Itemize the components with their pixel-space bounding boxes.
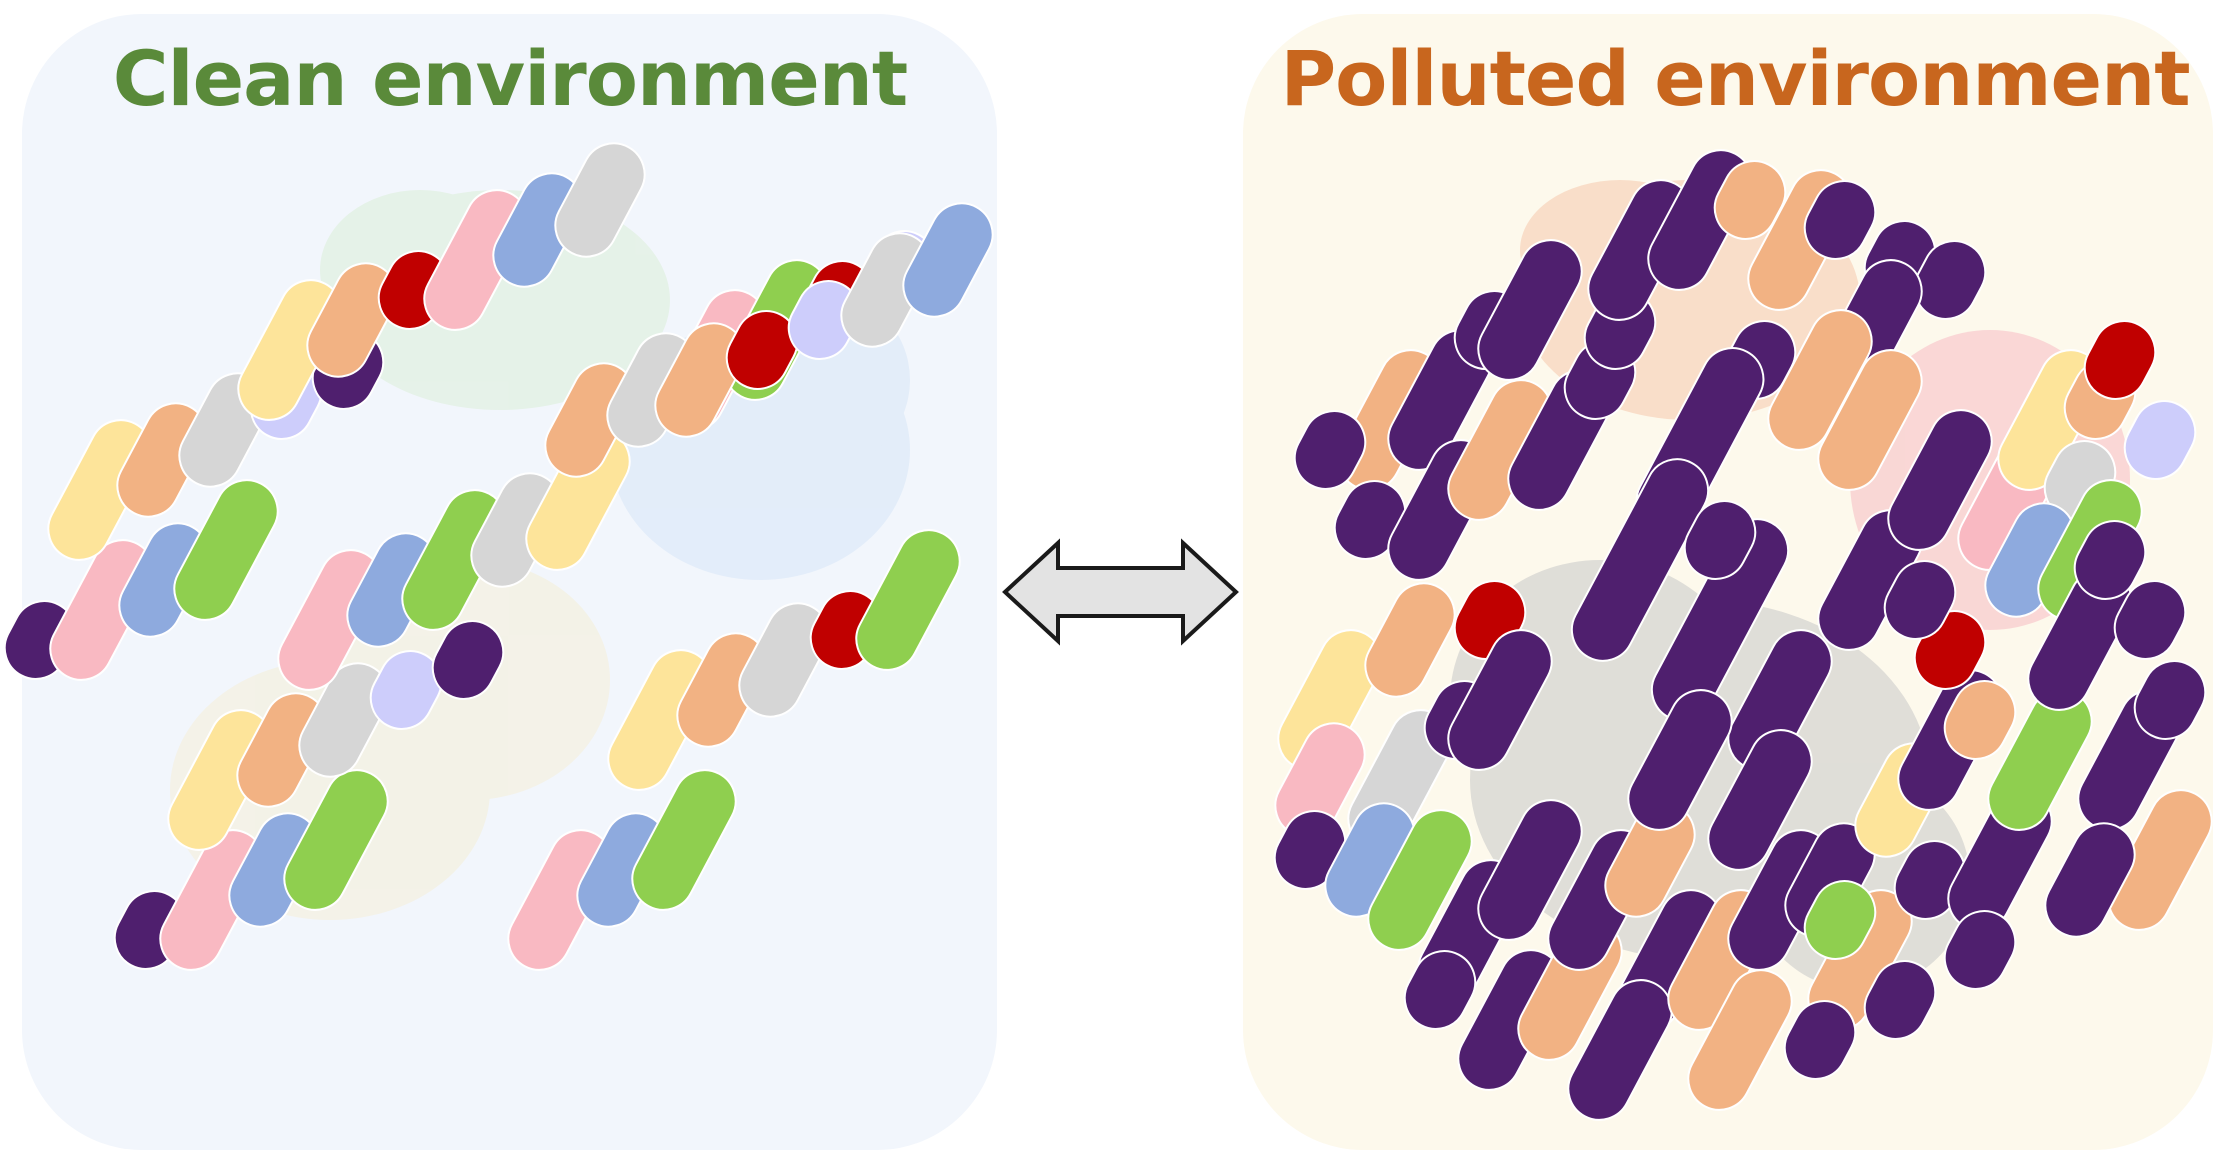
- bacterium-rod-orange: [1364, 582, 1456, 698]
- bacterium-rod-purple: [1887, 409, 1993, 551]
- bacterium-rod-purple: [1707, 729, 1813, 871]
- bacterium-rod-orange: [1687, 969, 1793, 1111]
- bacterium-rod-purple: [1447, 629, 1553, 771]
- bacterium-rod-orange: [1943, 680, 2017, 760]
- bacterium-rod-blue: [902, 202, 994, 318]
- double-headed-arrow-icon: [1002, 538, 1239, 646]
- bacterium-rod-red: [725, 310, 799, 390]
- bacterium-rod-purple: [1293, 410, 1367, 490]
- bacterium-rod-orange: [306, 262, 398, 378]
- bacterium-rod-orange: [1817, 349, 1923, 491]
- bacterium-rod-red: [2083, 320, 2157, 400]
- bacterium-rod-purple: [1627, 689, 1733, 831]
- bacterium-rod-green: [631, 769, 737, 911]
- bacterium-rod-purple: [1403, 950, 1477, 1030]
- bacterium-rod-grey: [738, 602, 830, 718]
- bacterium-rod-purple: [1570, 458, 1710, 662]
- bacterium-rod-purple: [1783, 1000, 1857, 1080]
- bacterium-rod-grey: [298, 662, 390, 778]
- clean-community-bacteria: [3, 142, 994, 971]
- bacterium-rod-purple: [1683, 500, 1757, 580]
- bacterium-rod-purple: [1567, 979, 1673, 1121]
- bacterium-rod-purple: [1943, 910, 2017, 990]
- bacterium-rod-lavender: [2123, 400, 2197, 480]
- bacterium-rod-purple: [1477, 799, 1583, 941]
- bacterium-rod-purple: [2113, 580, 2187, 660]
- bacterium-rod-green: [855, 529, 961, 671]
- clean-environment-title: Clean environment: [113, 34, 907, 123]
- bacterium-rod-purple: [1913, 240, 1987, 320]
- bacterium-rod-green: [283, 769, 389, 911]
- bacterium-rod-purple: [431, 620, 505, 700]
- polluted-community-bacteria: [1273, 149, 2213, 1121]
- bacterium-rod-purple: [1803, 180, 1877, 260]
- bacterium-rod-purple: [1883, 560, 1957, 640]
- bacterium-rod-purple: [2073, 520, 2147, 600]
- bacterium-rod-green: [1803, 880, 1877, 960]
- bacterium-rod-green: [173, 479, 279, 621]
- bacterium-rod-grey: [554, 142, 646, 258]
- polluted-environment-title: Polluted environment: [1280, 34, 2189, 123]
- bacterium-rod-purple: [2133, 660, 2207, 740]
- bacterium-rod-green: [1367, 809, 1473, 951]
- bacterium-rod-purple: [1477, 239, 1583, 381]
- bacterium-rod-purple: [2044, 822, 2136, 938]
- bacterium-rod-lavender: [369, 650, 443, 730]
- bacterium-rod-purple: [1863, 960, 1937, 1040]
- bacterium-rod-orange: [654, 322, 746, 438]
